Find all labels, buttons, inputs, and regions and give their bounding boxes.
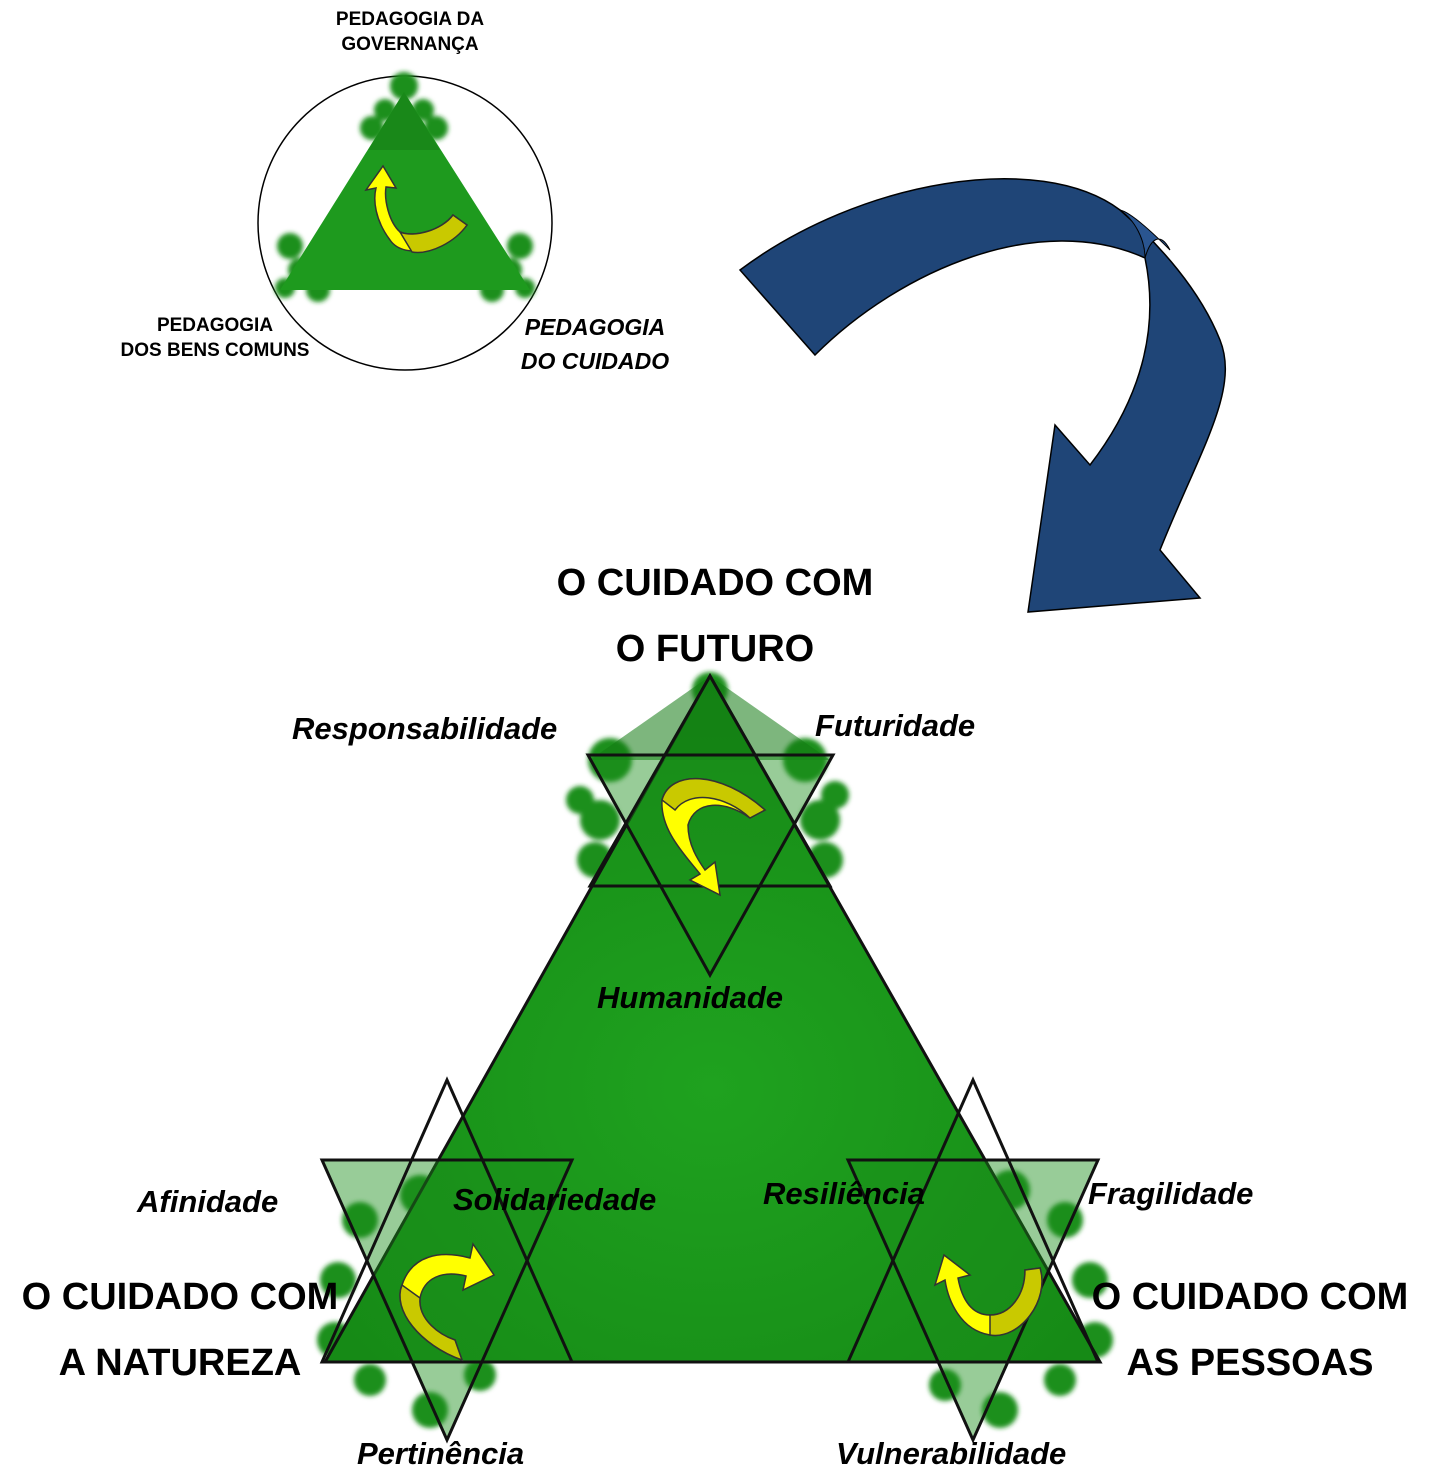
small-rotation-arrow — [364, 164, 469, 254]
title-cuidado-natureza: O CUIDADO COM A NATUREZA — [21, 1276, 339, 1384]
small-green-triangle — [280, 92, 530, 290]
small-diagram — [257, 72, 553, 371]
term-resiliencia: Resiliência — [763, 1176, 925, 1211]
term-afinidade: Afinidade — [137, 1184, 279, 1219]
title-cuidado-pessoas: O CUIDADO COM AS PESSOAS — [1091, 1276, 1409, 1384]
main-diagram — [317, 672, 1113, 1444]
term-futuridade: Futuridade — [815, 708, 976, 743]
label-pedagogia-governanca: PEDAGOGIA DA GOVERNANÇA — [335, 9, 485, 55]
term-vulnerabilidade: Vulnerabilidade — [836, 1436, 1067, 1471]
left-rotation-arrow — [399, 1242, 496, 1362]
big-curved-arrow — [738, 178, 1227, 613]
term-humanidade: Humanidade — [597, 980, 784, 1015]
left-star-down-triangle — [319, 1158, 575, 1444]
term-fragilidade: Fragilidade — [1088, 1176, 1254, 1211]
term-solidariedade: Solidariedade — [453, 1182, 657, 1217]
left-star — [319, 1076, 575, 1444]
left-star-up-triangle — [319, 1076, 575, 1364]
term-responsabilidade: Responsabilidade — [292, 711, 558, 746]
right-rotation-arrow — [933, 1253, 1043, 1337]
top-star — [585, 672, 836, 979]
right-star-up-triangle — [845, 1076, 1101, 1364]
label-pedagogia-bens-comuns: PEDAGOGIA DOS BENS COMUNS — [120, 315, 310, 361]
label-pedagogia-cuidado: PEDAGOGIA DO CUIDADO — [520, 314, 670, 374]
main-triangle — [322, 672, 1103, 1364]
top-rotation-arrow — [661, 778, 767, 897]
term-pertinencia: Pertinência — [357, 1436, 525, 1471]
right-star — [845, 1076, 1101, 1444]
title-cuidado-futuro: O CUIDADO COM O FUTURO — [556, 562, 874, 670]
main-fractal-bumps — [317, 672, 1113, 1428]
